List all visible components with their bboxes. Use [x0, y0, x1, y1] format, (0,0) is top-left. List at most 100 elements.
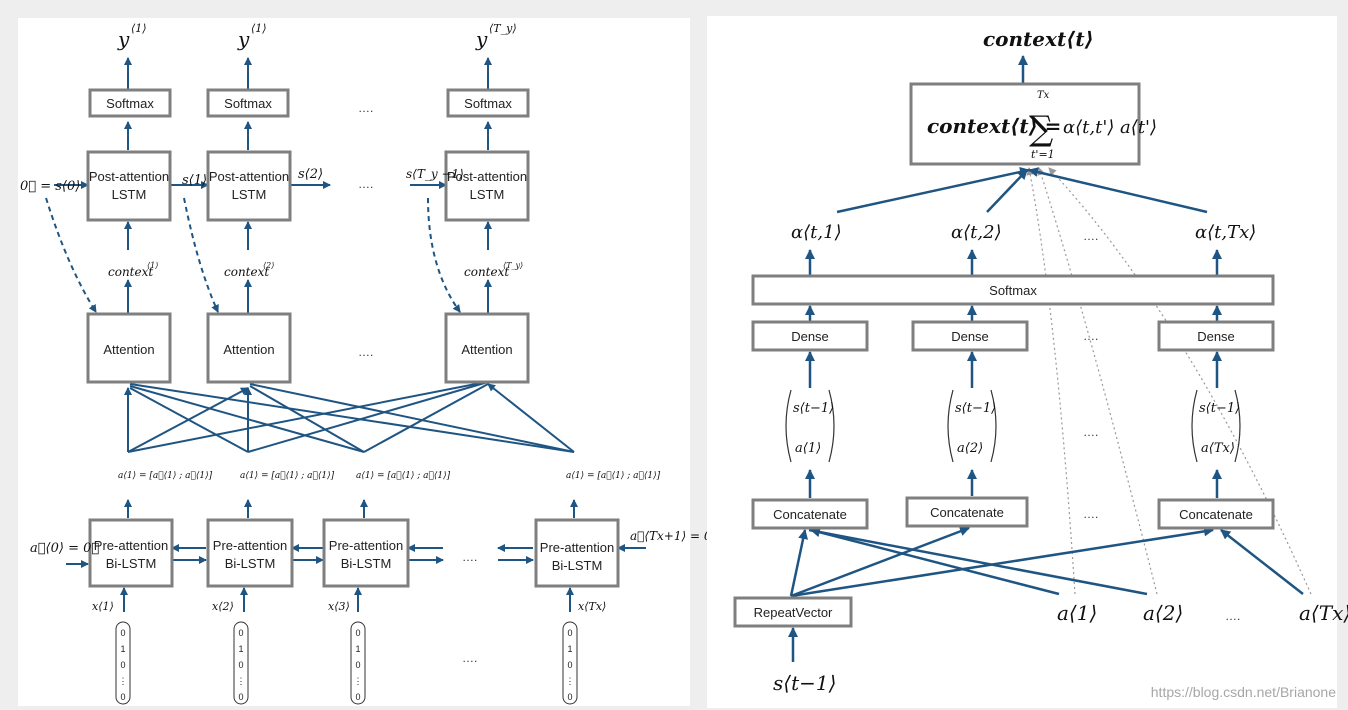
- onehot-vector: 0 1 0 ⋮ 0: [115, 621, 131, 705]
- repeat-vector-box: [733, 596, 853, 628]
- left-diagram-panel: y ⟨1⟩ y ⟨1⟩ y ⟨T_y⟩ Softmax Softmax Soft…: [18, 18, 719, 706]
- pre-lstm-label: Bi-LSTM: [225, 556, 276, 571]
- repeat-vector-label: RepeatVector: [754, 605, 833, 620]
- attention-box: [444, 312, 530, 384]
- output-y: y: [117, 27, 130, 51]
- a-input: a⟨Tx⟩: [1299, 601, 1348, 625]
- ellipsis: ….: [1225, 609, 1240, 623]
- a-init-left: a⃗⟨0⟩ = 0⃗: [30, 541, 99, 556]
- pre-attention-bilstm-box: [88, 518, 174, 588]
- input-x: x⟨2⟩: [212, 600, 234, 613]
- state-label: 0⃗ = s⟨0⟩: [20, 179, 80, 194]
- svg-text:⋮: ⋮: [237, 676, 246, 686]
- svg-text:0: 0: [567, 692, 572, 702]
- attention-box: [86, 312, 172, 384]
- ellipsis: ….: [1083, 425, 1098, 439]
- softmax-box: [446, 88, 530, 118]
- post-lstm-label: LSTM: [112, 187, 147, 202]
- onehot-vector: 0 1 0 ⋮ 0: [233, 621, 249, 705]
- softmax-box: [751, 274, 1275, 306]
- onehot-vector: 0 1 0 ⋮ 0: [562, 621, 578, 705]
- svg-text:⋮: ⋮: [119, 676, 128, 686]
- ellipsis: ….: [1083, 507, 1098, 521]
- svg-text:0: 0: [120, 692, 125, 702]
- pre-attention-bilstm-box: [322, 518, 410, 588]
- svg-text:0: 0: [567, 660, 572, 670]
- concatenate-label: Concatenate: [773, 507, 847, 522]
- output-sup: ⟨1⟩: [251, 22, 267, 35]
- s-input: s⟨t−1⟩: [773, 671, 836, 695]
- context-formula-box: [909, 82, 1141, 166]
- svg-text:1: 1: [238, 644, 243, 654]
- attention-label: Attention: [103, 342, 154, 357]
- activation-concat: a⟨1⟩ = [a⃗⟨1⟩ ; a⃖⟨1⟩]: [240, 471, 335, 481]
- ellipsis: ….: [358, 177, 373, 191]
- dense-label: Dense: [951, 329, 989, 344]
- context-label: context: [108, 265, 153, 279]
- concatenate-label: Concatenate: [930, 505, 1004, 520]
- post-lstm-label: Post-attention: [447, 169, 527, 184]
- pre-lstm-label: Pre-attention: [540, 540, 614, 555]
- input-x: x⟨1⟩: [92, 600, 114, 613]
- context-formula: context⟨t⟩ = Tx ∑ t'=1 α⟨t,t'⟩ a⟨t'⟩: [927, 90, 1157, 161]
- pre-lstm-label: Bi-LSTM: [341, 556, 392, 571]
- svg-text:0: 0: [355, 692, 360, 702]
- formula-lhs: context⟨t⟩ =: [927, 114, 1061, 138]
- pre-lstm-label: Pre-attention: [94, 538, 168, 553]
- svg-text:0: 0: [238, 660, 243, 670]
- dense-box: [751, 320, 869, 352]
- post-attention-lstm-box: [206, 150, 292, 222]
- post-lstm-label: Post-attention: [89, 169, 169, 184]
- alpha-label: α⟨t,Tx⟩: [1195, 222, 1256, 243]
- formula-sum-upper: Tx: [1037, 90, 1050, 101]
- concat-vector: s⟨t−1⟩ a⟨2⟩: [947, 389, 997, 463]
- softmax-label: Softmax: [989, 283, 1037, 298]
- output-y: y: [475, 27, 488, 51]
- pre-attention-bilstm-box: [206, 518, 294, 588]
- pre-lstm-label: Bi-LSTM: [552, 558, 603, 573]
- context-sup: ⟨1⟩: [147, 261, 158, 270]
- output-sup: ⟨T_y⟩: [489, 22, 517, 35]
- svg-text:1: 1: [355, 644, 360, 654]
- svg-text:0: 0: [355, 660, 360, 670]
- softmax-box: [206, 88, 290, 118]
- svg-text:s⟨t−1⟩: s⟨t−1⟩: [793, 401, 834, 416]
- attention-label: Attention: [223, 342, 274, 357]
- svg-text:s⟨t−1⟩: s⟨t−1⟩: [1199, 401, 1240, 416]
- left-diagram: y ⟨1⟩ y ⟨1⟩ y ⟨T_y⟩ Softmax Softmax Soft…: [20, 22, 719, 705]
- a-init-right: a⃖⟨Tx+1⟩ = 0⃗: [630, 529, 719, 543]
- context-output: context⟨t⟩: [983, 27, 1094, 51]
- ellipsis: ….: [1083, 329, 1098, 343]
- svg-text:a⟨1⟩: a⟨1⟩: [795, 441, 821, 456]
- pre-lstm-label: Pre-attention: [329, 538, 403, 553]
- softmax-label: Softmax: [106, 96, 154, 111]
- svg-text:0: 0: [355, 628, 360, 638]
- ellipsis: ….: [358, 101, 373, 115]
- svg-text:a⟨Tx⟩: a⟨Tx⟩: [1201, 441, 1235, 456]
- alpha-label: α⟨t,1⟩: [791, 222, 842, 243]
- concat-vector: s⟨t−1⟩ a⟨1⟩: [785, 389, 835, 463]
- ellipsis: ….: [462, 550, 477, 564]
- context-label: context: [464, 265, 509, 279]
- softmax-label: Softmax: [464, 96, 512, 111]
- concatenate-label: Concatenate: [1179, 507, 1253, 522]
- attention-box: [206, 312, 292, 384]
- post-lstm-label: Post-attention: [209, 169, 289, 184]
- pre-lstm-label: Bi-LSTM: [106, 556, 157, 571]
- sum-icon: ∑: [1029, 109, 1053, 149]
- concatenate-box: [1157, 498, 1275, 530]
- pre-lstm-label: Pre-attention: [213, 538, 287, 553]
- attention-label: Attention: [461, 342, 512, 357]
- post-attention-lstm-box: [444, 150, 530, 222]
- svg-text:0: 0: [238, 692, 243, 702]
- right-diagram: context⟨t⟩ context⟨t⟩ = Tx ∑ t'=1 α⟨t,t'…: [733, 27, 1348, 695]
- post-attention-lstm-box: [86, 150, 172, 222]
- svg-text:0: 0: [567, 628, 572, 638]
- formula-body: α⟨t,t'⟩ a⟨t'⟩: [1063, 117, 1157, 138]
- ellipsis: ….: [462, 651, 477, 665]
- activation-concat: a⟨1⟩ = [a⃗⟨1⟩ ; a⃖⟨1⟩]: [566, 471, 661, 481]
- right-diagram-panel: context⟨t⟩ context⟨t⟩ = Tx ∑ t'=1 α⟨t,t'…: [707, 16, 1348, 708]
- context-sup: ⟨T_y⟩: [503, 261, 523, 270]
- output-sup: ⟨1⟩: [131, 22, 147, 35]
- activation-concat: a⟨1⟩ = [a⃗⟨1⟩ ; a⃖⟨1⟩]: [118, 471, 213, 481]
